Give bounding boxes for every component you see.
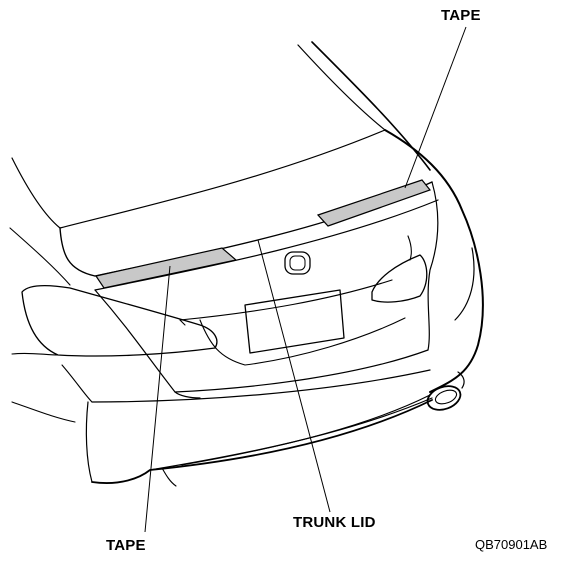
figure-code: QB70901AB <box>475 537 548 552</box>
tail-light-left <box>21 285 218 357</box>
tape-right <box>316 179 431 227</box>
rear-window <box>11 41 431 229</box>
tape-strips <box>95 179 431 289</box>
tail-light-right <box>371 235 428 303</box>
leader-trunk-lid <box>257 239 331 513</box>
trunk-lid <box>59 181 439 399</box>
leader-tape-bottom <box>144 265 171 533</box>
leader-lines <box>144 26 467 533</box>
exhaust-pipe <box>426 371 465 411</box>
tape-left <box>95 247 238 289</box>
tape-label-top: TAPE <box>441 7 481 24</box>
tape-label-bottom: TAPE <box>106 537 146 554</box>
right-body-outline <box>384 129 484 393</box>
license-plate-recess <box>179 279 406 366</box>
emblem <box>284 251 311 275</box>
trunk-lid-label: TRUNK LID <box>293 514 376 531</box>
leader-tape-top <box>404 26 467 189</box>
left-body-lines <box>9 227 93 423</box>
rear-bumper <box>85 369 433 487</box>
